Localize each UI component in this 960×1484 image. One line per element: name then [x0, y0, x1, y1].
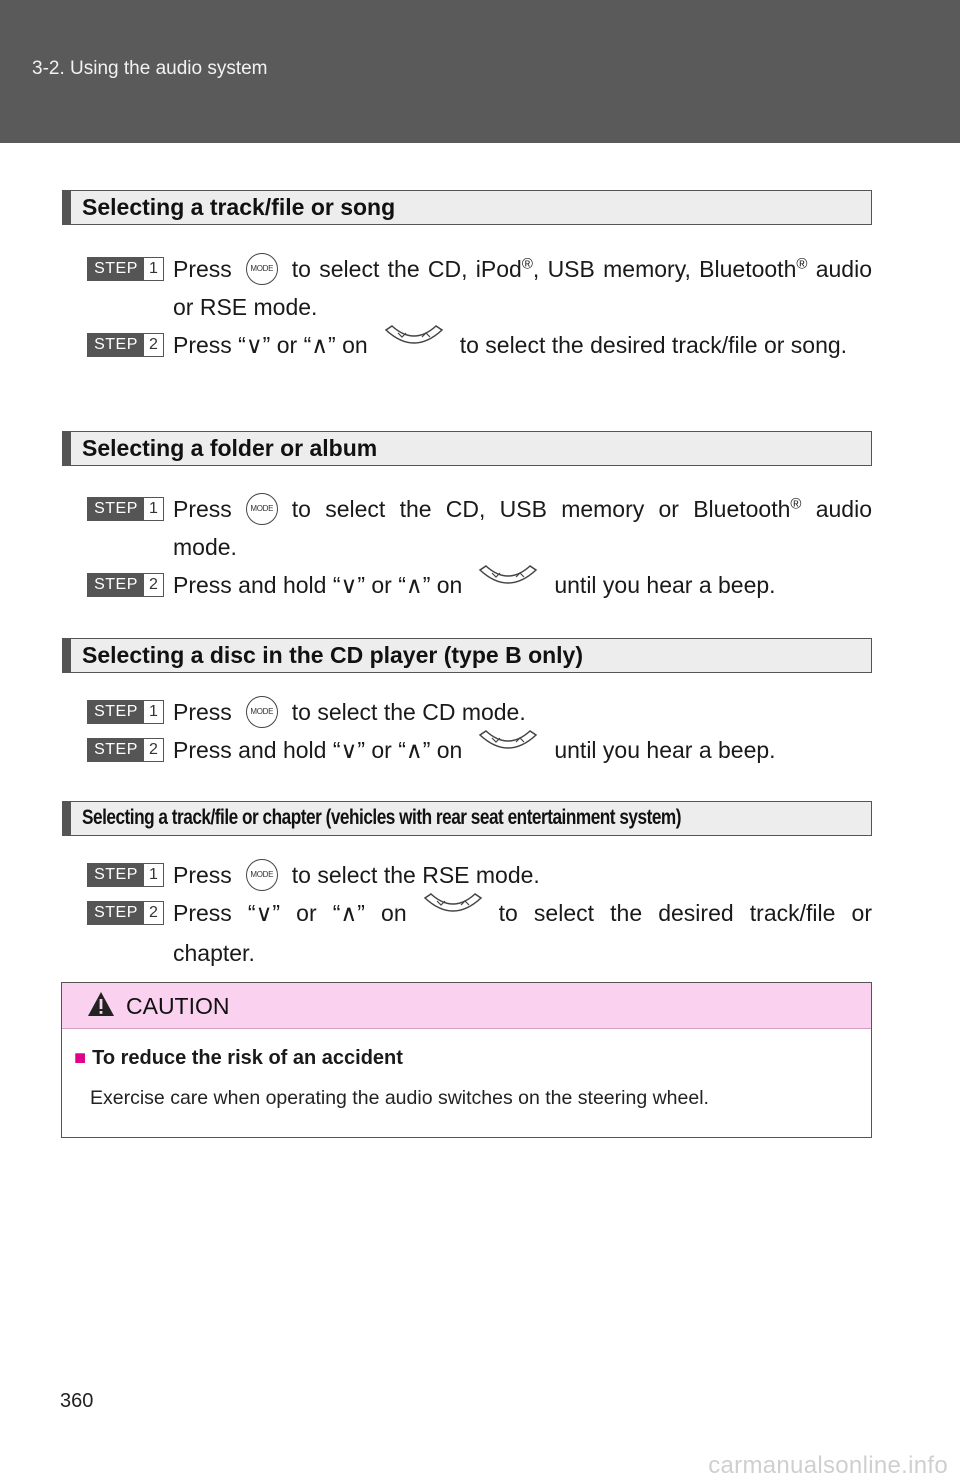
mode-button-icon: MODE [245, 695, 278, 728]
section-heading: Selecting a folder or album [62, 431, 872, 466]
section-heading: Selecting a track/file or song [62, 190, 872, 225]
section-heading: Selecting a disc in the CD player (type … [62, 638, 872, 673]
caution-title: CAUTION [126, 993, 230, 1019]
watermark: carmanualsonline.info [708, 1452, 948, 1479]
seek-rocker-icon [384, 324, 444, 363]
caution-subtitle: ■To reduce the risk of an accident [74, 1047, 403, 1069]
section-title: Selecting a track/file or chapter (vehic… [82, 806, 681, 829]
page-number: 360 [60, 1390, 94, 1412]
mode-button-icon: MODE [245, 858, 278, 891]
section-title: Selecting a disc in the CD player (type … [82, 642, 584, 668]
seek-rocker-icon [478, 729, 538, 768]
section-disc-cd-player: Selecting a disc in the CD player (type … [62, 638, 872, 771]
section-title: Selecting a track/file or song [82, 194, 396, 220]
square-bullet-icon: ■ [74, 1047, 87, 1069]
caution-box: CAUTION ■To reduce the risk of an accide… [61, 982, 872, 1138]
section-breadcrumb: 3-2. Using the audio system [32, 58, 268, 79]
seek-rocker-icon [478, 564, 538, 603]
page-header: 3-2. Using the audio system [0, 0, 960, 143]
caution-header: CAUTION [62, 983, 871, 1029]
section-title: Selecting a folder or album [82, 435, 378, 461]
mode-button-icon: MODE [245, 252, 278, 285]
caution-text: Exercise care when operating the audio s… [90, 1087, 709, 1109]
warning-triangle-icon [86, 990, 116, 1023]
mode-button-icon: MODE [245, 492, 278, 525]
section-heading: Selecting a track/file or chapter (vehic… [62, 801, 872, 836]
section-track-file-chapter-rse: Selecting a track/file or chapter (vehic… [62, 801, 872, 972]
seek-rocker-icon [423, 892, 483, 931]
